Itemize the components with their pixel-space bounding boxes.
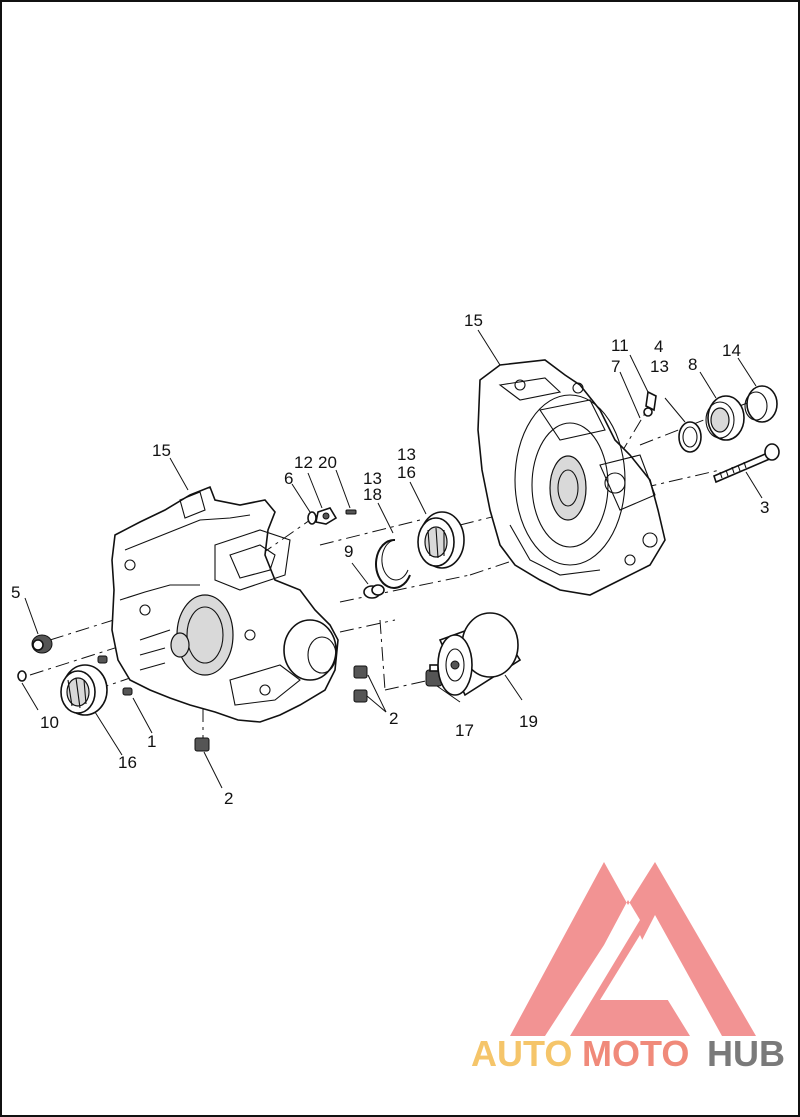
retaining-ring xyxy=(375,538,411,589)
small-fittings xyxy=(307,507,357,525)
callout-16-right: 16 xyxy=(397,463,416,482)
callout-15-left: 15 xyxy=(152,441,171,460)
callout-16-left: 16 xyxy=(118,753,137,772)
callout-2-middle: 2 xyxy=(389,709,398,728)
screw xyxy=(97,655,133,696)
callout-10: 10 xyxy=(40,713,59,732)
callout-19: 19 xyxy=(519,712,538,731)
jet-fitting xyxy=(643,390,657,417)
callout-12: 12 xyxy=(294,453,313,472)
callout-9: 9 xyxy=(344,542,353,561)
main-bearing-right xyxy=(417,511,465,569)
watermark-hub: HUB xyxy=(707,1033,785,1074)
callout-7: 7 xyxy=(611,357,620,376)
oil-filter xyxy=(437,612,522,697)
callout-13-bearing: 13 xyxy=(397,445,416,464)
callout-3: 3 xyxy=(760,498,769,517)
callout-14: 14 xyxy=(722,341,741,360)
callout-4: 4 xyxy=(654,337,663,356)
dowel-pin xyxy=(17,670,27,682)
watermark-moto: MOTO xyxy=(582,1033,689,1074)
callout-20: 20 xyxy=(318,453,337,472)
right-crankcase-half xyxy=(477,359,666,596)
main-bearing-left xyxy=(60,664,108,716)
callout-13-right: 13 xyxy=(650,357,669,376)
dowel-9 xyxy=(363,584,385,599)
callouts: 1 2 2 3 4 5 6 7 8 9 10 11 12 13 13 13 14… xyxy=(11,311,769,808)
plug xyxy=(194,665,368,752)
callout-8: 8 xyxy=(688,355,697,374)
stud-bolt xyxy=(713,443,780,484)
seal-13 xyxy=(678,421,702,453)
callout-1: 1 xyxy=(147,732,156,751)
watermark-auto: AUTO xyxy=(471,1033,572,1074)
bearing-cup-14 xyxy=(744,385,778,423)
callout-13-middle: 13 xyxy=(363,469,382,488)
callout-5: 5 xyxy=(11,583,20,602)
leader-lines xyxy=(21,329,763,789)
callout-18: 18 xyxy=(363,485,382,504)
bearing-8 xyxy=(705,395,745,441)
callout-15-right: 15 xyxy=(464,311,483,330)
callout-2-lower: 2 xyxy=(224,789,233,808)
watermark-logo: AUTO MOTO HUB xyxy=(471,862,785,1074)
callout-17: 17 xyxy=(455,721,474,740)
needle-bearing xyxy=(31,634,53,654)
callout-11: 11 xyxy=(611,336,629,355)
left-crankcase-half xyxy=(111,485,339,723)
callout-6: 6 xyxy=(284,469,293,488)
